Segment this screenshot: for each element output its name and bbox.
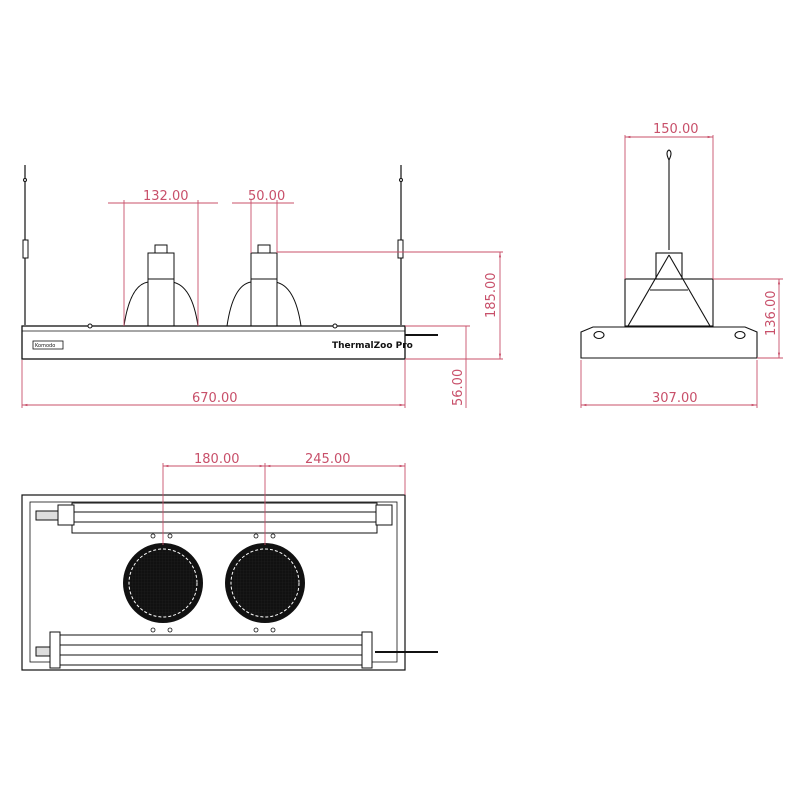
hanging-wire-right [397, 165, 404, 325]
front-housing: Komodo ThermalZoo Pro [21, 323, 438, 360]
dim-lamp-to-edge: 245.00 [305, 452, 351, 467]
dim-housing-height: 56.00 [451, 369, 466, 406]
logo-label: Komodo [35, 343, 55, 349]
dim-total-height: 185.00 [484, 273, 499, 319]
product-label: ThermalZoo Pro [332, 341, 413, 351]
uv-tube-bottom [35, 631, 438, 669]
dim-lamp-holder-width: 50.00 [248, 189, 285, 204]
front-view: Komodo ThermalZoo Pro 132.00 50. [21, 165, 503, 408]
mount-screws [150, 533, 276, 633]
lamp-grille-1 [123, 543, 203, 623]
side-body [580, 149, 758, 359]
lamp-2 [226, 244, 302, 327]
dim-lamp-reflector-diameter: 132.00 [143, 189, 189, 204]
dim-side-top-width: 150.00 [653, 122, 699, 137]
side-dimensions [580, 135, 783, 408]
uv-tube-top [35, 502, 393, 534]
bottom-view: 180.00 245.00 [21, 452, 438, 671]
lamp-1 [123, 244, 199, 327]
dim-lamp-offset: 180.00 [194, 452, 240, 467]
lamp-grille-2 [225, 543, 305, 623]
bottom-dimensions [162, 463, 406, 545]
side-view: 150.00 136.00 307.00 [580, 122, 783, 408]
dim-side-depth: 307.00 [652, 391, 698, 406]
front-dimensions [21, 200, 503, 408]
hanging-wire-left [22, 165, 29, 325]
dim-side-height: 136.00 [764, 291, 779, 337]
dim-total-width: 670.00 [192, 391, 238, 406]
